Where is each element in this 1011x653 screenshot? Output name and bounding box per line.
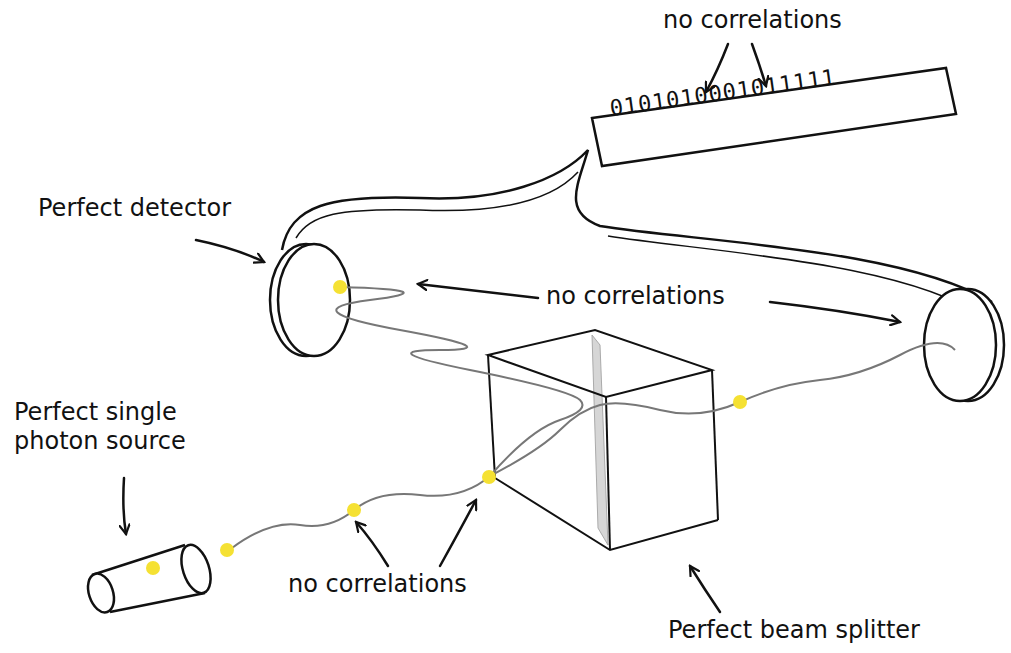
detector [924,289,996,401]
photon-path [232,287,955,548]
cable-outline [296,172,578,238]
photon-source [83,541,216,616]
note-label: no correlations [288,570,467,599]
detector [278,244,350,356]
cable-outline [282,150,992,302]
part-label: Perfect beam splitter [668,616,920,645]
photon [146,280,747,575]
beam-splitter [488,330,718,550]
note-label: no correlations [663,6,842,35]
leader-arrow [123,44,900,612]
part-label: Perfect detector [38,194,231,223]
part-label: Perfect single photon source [14,398,239,456]
note-label: no correlations [546,282,725,311]
